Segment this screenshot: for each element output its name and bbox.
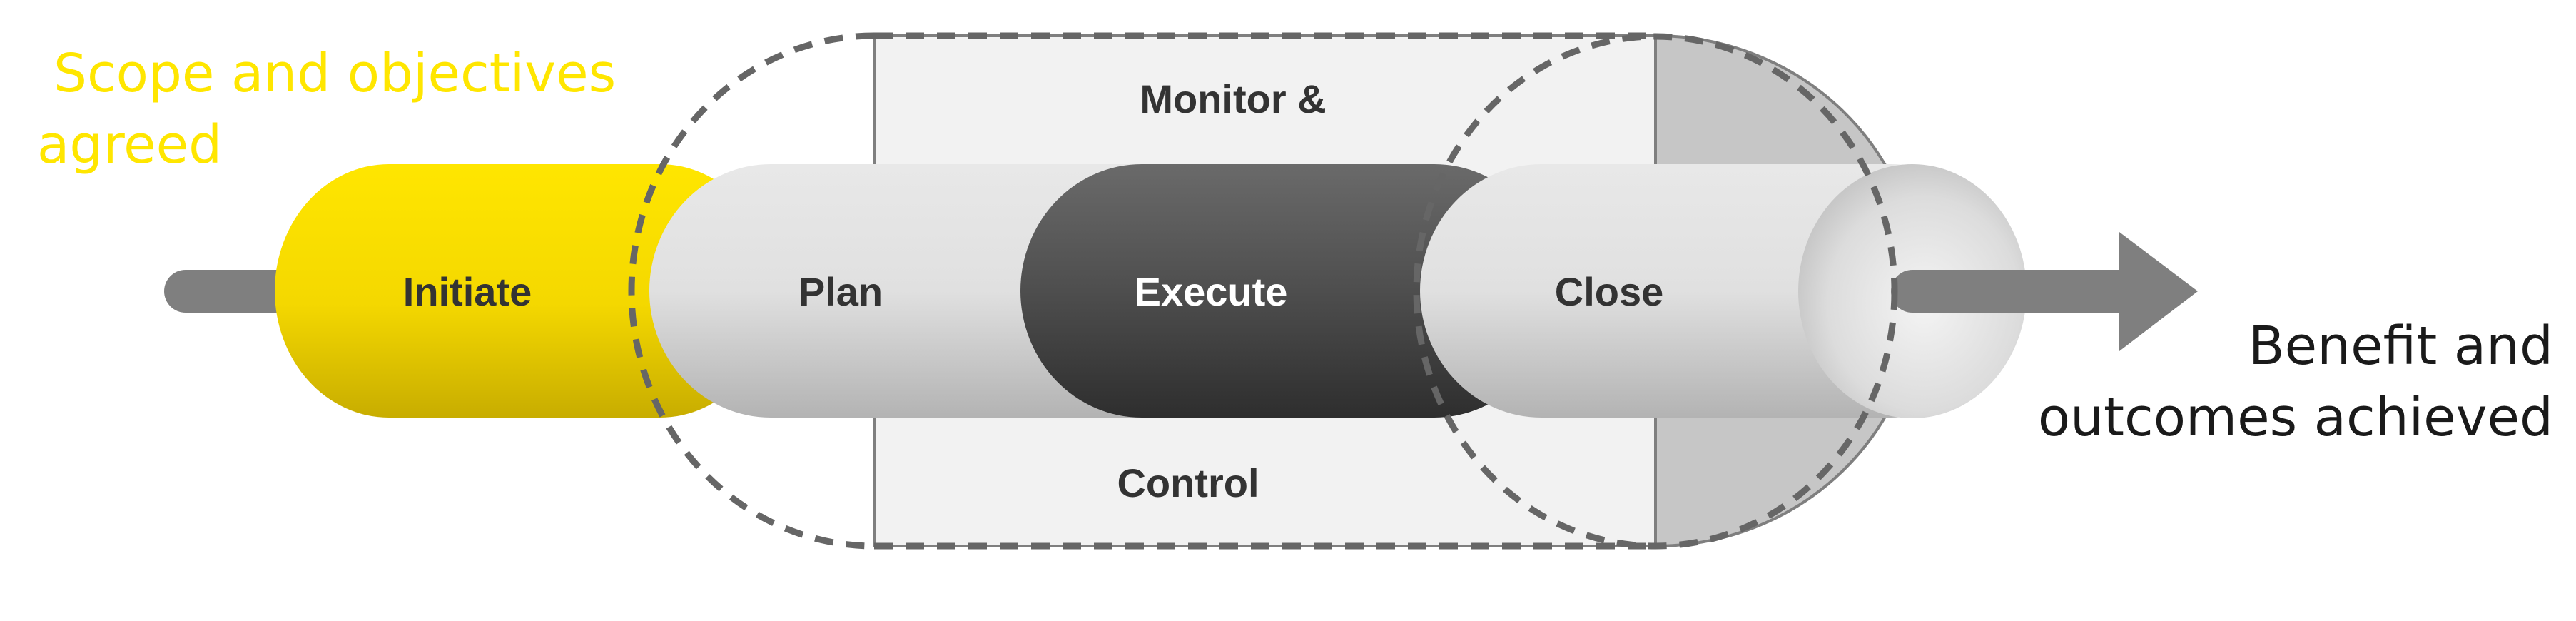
control-label: Control [1117, 460, 1259, 505]
stage-execute-cylinder [1020, 164, 1556, 418]
stage-label-execute: Execute [1135, 269, 1288, 314]
end-caption-line1: Benefit and [2248, 315, 2553, 377]
stage-initiate-cylinder [275, 164, 774, 418]
start-caption-line1: Scope and objectives [54, 43, 616, 104]
outcome-arrowhead [2119, 232, 2198, 351]
stage-label-plan: Plan [798, 269, 883, 314]
stage-label-initiate: Initiate [403, 269, 532, 314]
dashed-iteration-outline [628, 32, 1898, 550]
end-caption-line2: outcomes achieved [2038, 387, 2553, 448]
monitor-label: Monitor & [1140, 76, 1326, 121]
stage-label-close: Close [1555, 269, 1664, 314]
start-caption-line2: agreed [37, 114, 222, 176]
